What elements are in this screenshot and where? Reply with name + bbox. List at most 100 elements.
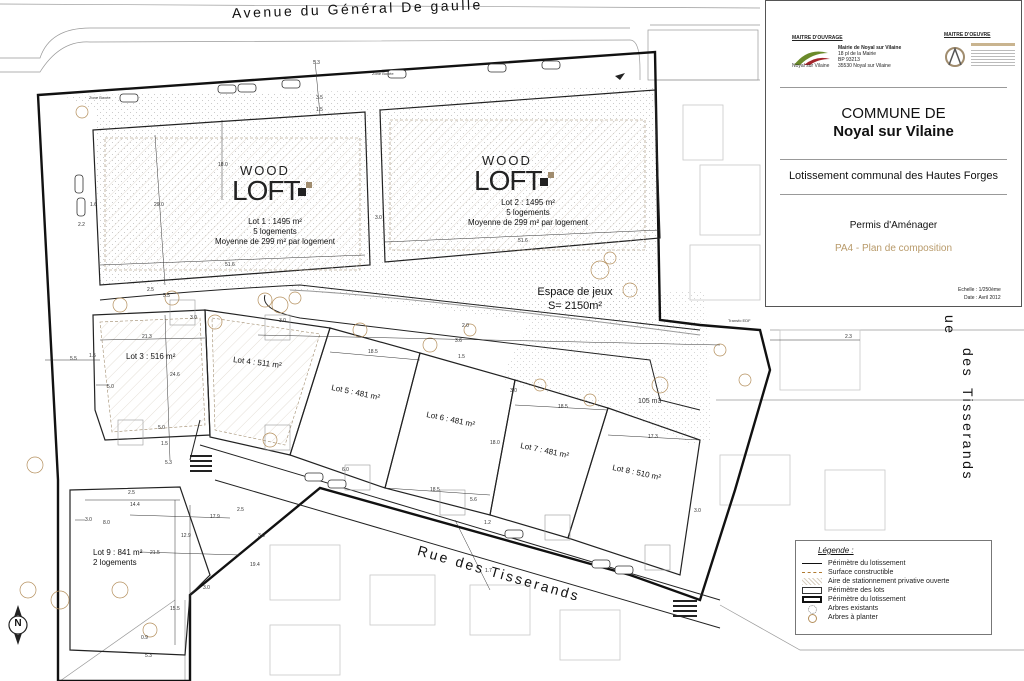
dim: 5.5: [70, 356, 77, 362]
scale-label: Echelle : 1/250ème: [958, 287, 1001, 293]
logo-wood-text: WOOD: [482, 153, 532, 168]
dim: 15.5: [170, 606, 180, 612]
noyal-logo-text-1: Noyal: [792, 63, 805, 69]
zone-label-2: Zone Boxée: [372, 71, 394, 76]
crosswalks: [190, 455, 697, 617]
dim: 2.0: [462, 323, 469, 329]
legend-lots-symbol: [802, 587, 822, 594]
woodloft-logo-lot1: WOOD LOFT: [232, 163, 312, 213]
logo-loft-text: LOFT: [474, 165, 543, 196]
dim: 3.0: [203, 585, 210, 591]
dim: 21.3: [142, 334, 152, 340]
dim: 2.2: [78, 222, 85, 228]
dim: 3.0: [694, 508, 701, 514]
dim: 5.6: [470, 497, 477, 503]
neighbour-buildings: [269, 104, 886, 676]
legend-label: Aire de stationnement privative ouverte: [828, 578, 950, 585]
dim: 5.0: [107, 384, 114, 390]
dim: 3.0: [258, 533, 265, 539]
espace-title: Espace de jeux: [537, 286, 613, 298]
legend-item: Surface constructible: [802, 568, 893, 577]
legend-item: Périmètre des lots: [802, 586, 884, 595]
dim: 24.6: [170, 372, 180, 378]
dim: 5.3: [313, 60, 320, 66]
date-label: Date : Avril 2012: [964, 295, 1001, 301]
lot1-avg: Moyenne de 299 m² par logement: [214, 237, 336, 246]
trees: [19, 105, 752, 638]
dim: 18.0: [218, 162, 228, 168]
legend-label: Périmètre du lotissement: [828, 596, 906, 603]
dim: 2.5: [237, 507, 244, 513]
north-arrow: N: [7, 605, 29, 645]
dim: 8.0: [103, 520, 110, 526]
legend-item: Arbres à planter: [802, 613, 878, 623]
dim: 3.0: [190, 315, 197, 321]
lot-boundaries: [69, 89, 701, 656]
espace-area: S= 2150m²: [547, 300, 603, 312]
legend-item: Aire de stationnement privative ouverte: [802, 577, 949, 586]
dim: 1.7: [485, 568, 492, 574]
dim: 2.5: [147, 287, 154, 293]
woodloft-logo-lot2: WOOD LOFT: [474, 153, 554, 203]
dim: 18.0: [490, 440, 500, 446]
legend-label: Périmètre du lotissement: [828, 560, 906, 567]
dim: 18.5: [558, 404, 568, 410]
logo-square-accent-icon: [548, 172, 554, 178]
architect-details: [971, 43, 1015, 66]
architect-logo: [943, 43, 967, 73]
lot2-avg: Moyenne de 299 m² par logement: [467, 218, 589, 227]
tb-divider: [780, 159, 1007, 160]
logo-square-accent-icon: [306, 182, 312, 188]
lot1-label: Lot 1 : 1495 m² 5 logements Moyenne de 2…: [190, 217, 360, 247]
dim: 3.5: [316, 95, 323, 101]
dim: 51.6: [225, 262, 235, 268]
roads: [99, 284, 721, 629]
transfo-label: Transfo EDF: [728, 318, 751, 323]
commune-name: Noyal sur Vilaine: [833, 123, 954, 140]
dim: 1.5: [316, 107, 323, 113]
dim: 19.4: [250, 562, 260, 568]
dim: 5.5: [163, 293, 170, 299]
legend-parking-symbol: [802, 578, 822, 585]
noyal-logo: Noyal sur Vilaine: [790, 45, 832, 75]
legend-new-tree-icon: [802, 614, 822, 623]
noyal-logo-text-2: sur Vilaine: [806, 63, 830, 69]
mairie-name: Mairie de Noyal sur Vilaine: [838, 45, 902, 51]
dim: 3.0: [85, 517, 92, 523]
commune-label: COMMUNE DE: [841, 105, 946, 122]
dim: 3.6: [455, 338, 462, 344]
dim: 17.9: [210, 514, 220, 520]
dim: 18.5: [368, 349, 378, 355]
direction-arrow: [615, 73, 625, 80]
legend-item: Arbres existants: [802, 604, 878, 614]
lot1-title: Lot 1 : 1495 m²: [248, 217, 302, 226]
noyal-logo-text: Noyal sur Vilaine: [792, 64, 829, 69]
lot9-title: Lot 9 : 841 m²: [93, 548, 143, 557]
legend-lotissement-symbol: [802, 596, 822, 603]
lot2-units: 5 logements: [506, 208, 550, 217]
dim: 5.3: [165, 460, 172, 466]
dim: 5.3: [145, 653, 152, 659]
basin-label: 105 m3: [638, 398, 662, 405]
dim: 2.3: [845, 334, 852, 340]
logo-square-icon: [540, 178, 548, 186]
legend-label: Surface constructible: [828, 569, 894, 576]
logo-wood-text: WOOD: [240, 163, 290, 178]
dim: 6.0: [342, 467, 349, 473]
legend-item: Périmètre du lotissement: [802, 595, 905, 604]
mairie-address: Mairie de Noyal sur Vilaine 18 pl de la …: [838, 45, 901, 69]
zone-label-1: Zone Boxée: [89, 95, 111, 100]
dim: 29.0: [154, 202, 164, 208]
dim: 21.5: [150, 550, 160, 556]
dim: 5.0: [158, 425, 165, 431]
maitre-oeuvre-label: MAITRE D'OEUVRE: [944, 32, 991, 38]
mairie-addr3: 35530 Noyal sur Vilaine: [838, 63, 891, 69]
dim: 18.5: [430, 487, 440, 493]
dim: 3.0: [510, 388, 517, 394]
dim: 3.0: [279, 318, 286, 324]
lot3-label: Lot 3 : 516 m²: [126, 352, 176, 361]
parked-cars: [74, 60, 634, 575]
mairie-addr2: BP 93213: [838, 57, 860, 63]
